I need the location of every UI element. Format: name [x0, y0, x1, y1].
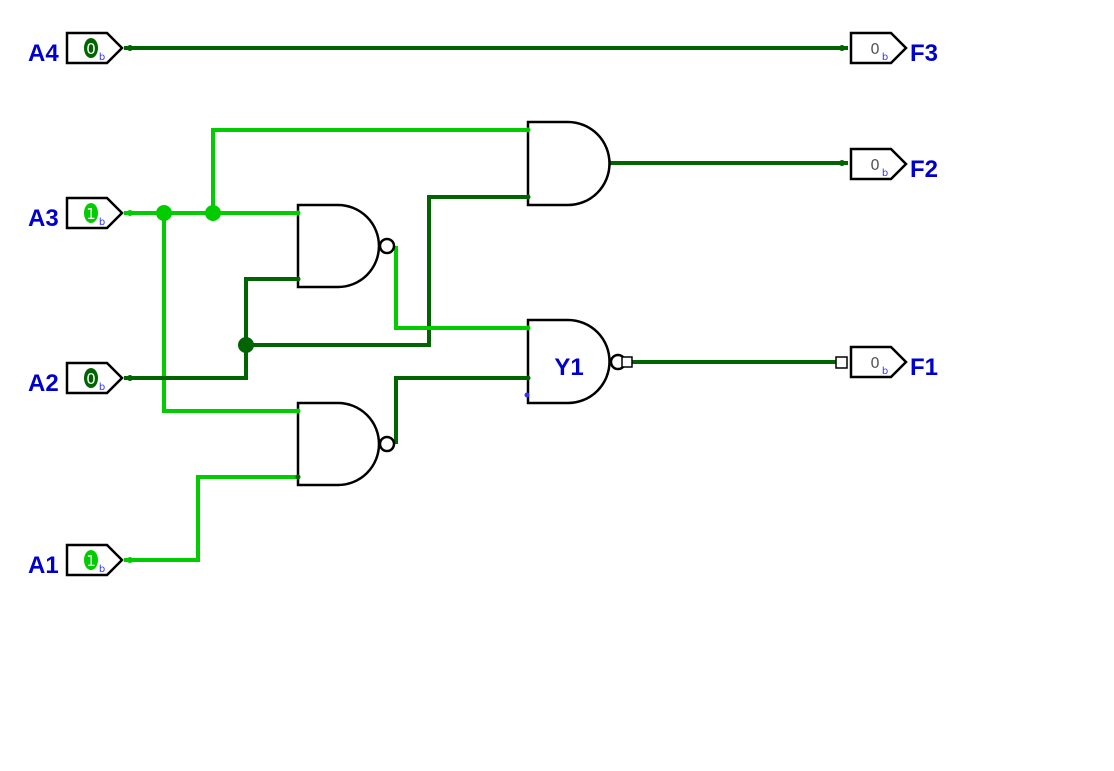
- and-top-body: [526, 120, 611, 207]
- input-radix-a3: b: [99, 217, 105, 228]
- wire-a1-nand-bottom[interactable]: [124, 475, 298, 562]
- input-label-a2: A2: [28, 370, 59, 397]
- output-value-f2: 0: [870, 156, 880, 174]
- wires: [124, 46, 848, 562]
- nand-y1-gate[interactable]: [526, 318, 633, 405]
- wire-a2-main[interactable]: [124, 277, 298, 380]
- gate-selection-dot: [524, 392, 530, 398]
- input-value-a3: 1: [86, 205, 96, 223]
- nand-bottom-body: [296, 401, 381, 487]
- wire-a2-and-top[interactable]: [246, 195, 528, 347]
- wire-end-dot: [127, 210, 133, 216]
- gate-pin-dot: [525, 325, 531, 331]
- wire-a3-nand-bottom[interactable]: [162, 213, 298, 413]
- output-label-f3: F3: [910, 40, 938, 67]
- input-value-a2: 0: [86, 370, 96, 388]
- wire-end-dot: [127, 557, 133, 563]
- input-radix-a1: b: [99, 564, 105, 575]
- junction-dot: [238, 337, 254, 353]
- input-radix-a2: b: [99, 382, 105, 393]
- input-pin-a1[interactable]: A1 1 b: [28, 543, 124, 579]
- output-radix-f3: b: [882, 52, 888, 63]
- nand-top-body: [296, 203, 381, 289]
- nand-y1-output-port: [621, 356, 633, 368]
- gate-pin-dot: [295, 408, 301, 414]
- input-pin-a1-led: [84, 550, 98, 570]
- input-pin-a2[interactable]: A2 0 b: [28, 361, 124, 397]
- wire-a3-and-top[interactable]: [211, 128, 528, 213]
- junction-dot: [205, 205, 221, 221]
- output-pin-f2[interactable]: 0 b F2: [849, 147, 938, 183]
- output-pin-f3[interactable]: 0 b F3: [849, 31, 938, 67]
- wire-nand-top-y1[interactable]: [394, 246, 528, 330]
- gate-pin-dot: [525, 375, 531, 381]
- wire-end-dot: [127, 375, 133, 381]
- output-label-f2: F2: [910, 156, 938, 183]
- input-label-a3: A3: [28, 205, 59, 232]
- nand-top-bubble: [378, 237, 396, 255]
- gate-pin-dot: [295, 276, 301, 282]
- input-value-a1: 1: [86, 552, 96, 570]
- output-pin-f1[interactable]: 0 b F1: [835, 345, 938, 381]
- nand-y1-body: [526, 318, 611, 405]
- output-pin-f1-port: [835, 356, 848, 369]
- input-pin-a3-led: [84, 203, 98, 223]
- wire-nand-bottom-y1[interactable]: [394, 376, 528, 444]
- gate-pin-dot: [525, 194, 531, 200]
- junctions: [127, 45, 845, 563]
- nand-top-gate[interactable]: [296, 203, 396, 289]
- wire-end-dot: [839, 45, 845, 51]
- gates: [296, 120, 633, 487]
- gate-label-y1: Y1: [554, 354, 583, 381]
- output-label-f1: F1: [910, 354, 938, 381]
- wire-end-dot: [839, 160, 845, 166]
- input-pin-a4-led: [84, 38, 98, 58]
- output-pin-f3-body: [849, 31, 908, 65]
- output-radix-f2: b: [882, 168, 888, 179]
- gate-pin-dots: [295, 127, 531, 480]
- and-top-gate[interactable]: [526, 120, 611, 207]
- gate-pin-dot: [295, 474, 301, 480]
- output-pin-f1-body: [849, 345, 908, 379]
- gate-pin-dot: [295, 210, 301, 216]
- output-value-f3: 0: [870, 40, 880, 58]
- wire-end-dot: [127, 45, 133, 51]
- input-pin-a3[interactable]: A3 1 b: [28, 196, 124, 232]
- nand-bottom-gate[interactable]: [296, 401, 396, 487]
- input-pins: A4 0 b A3 1 b A2 0 b A1 1 b: [28, 31, 124, 579]
- input-pin-a2-led: [84, 368, 98, 388]
- nand-bottom-bubble: [378, 435, 396, 453]
- input-radix-a4: b: [99, 52, 105, 63]
- input-pin-a4[interactable]: A4 0 b: [28, 31, 124, 67]
- input-value-a4: 0: [86, 40, 96, 58]
- junction-dot: [156, 205, 172, 221]
- input-label-a1: A1: [28, 552, 59, 579]
- input-label-a4: A4: [28, 40, 59, 67]
- output-pins: 0 b F3 0 b F2 0 b F1: [835, 31, 938, 381]
- output-pin-f2-body: [849, 147, 908, 181]
- output-value-f1: 0: [870, 354, 880, 372]
- gate-pin-dot: [525, 127, 531, 133]
- output-radix-f1: b: [882, 366, 888, 377]
